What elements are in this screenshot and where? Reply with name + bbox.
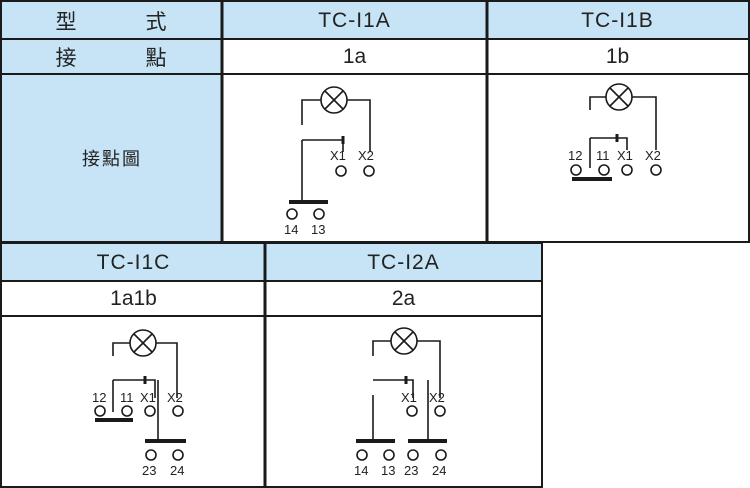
terminal-x2-label: X2 [167, 390, 183, 405]
terminal-23-label: 23 [142, 463, 156, 478]
terminal-11-label: 11 [596, 148, 610, 163]
diagram-header-label: 接點圖 [82, 149, 142, 169]
terminal-23-label: 23 [404, 463, 418, 478]
model-tc-i1b-header: TC-I1B [487, 2, 748, 39]
diagram-tc-i2a-cell [265, 316, 542, 486]
model-tc-i1a-header: TC-I1A [222, 2, 487, 39]
model-name: TC-I2A [367, 250, 440, 274]
diagram-tc-i1a-cell [222, 74, 487, 242]
model-name: TC-I1C [96, 250, 171, 274]
terminal-x2-label: X2 [645, 148, 661, 163]
terminal-x1-label: X1 [330, 148, 346, 163]
diagram-tc-i1c-cell [2, 316, 265, 486]
terminal-13-label: 13 [311, 222, 325, 237]
model-tc-i2a-header: TC-I2A [265, 244, 542, 281]
contact-value: 1a1b [110, 286, 157, 310]
contact-tc-i1c: 1a1b [2, 281, 265, 316]
terminal-12-label: 12 [92, 390, 106, 405]
terminal-11-label: 11 [120, 390, 134, 405]
terminal-12-label: 12 [568, 148, 582, 163]
terminal-x2-label: X2 [358, 148, 374, 163]
model-name: TC-I1A [318, 8, 391, 32]
terminal-14-label: 14 [284, 222, 298, 237]
terminal-x1-label: X1 [617, 148, 633, 163]
terminal-14-label: 14 [354, 463, 368, 478]
contact-value: 1b [605, 44, 630, 68]
contact-header-cell: 接 點 [2, 39, 222, 74]
diagram-header-cell: 接點圖 [2, 74, 222, 242]
contact-value: 1a [342, 44, 367, 68]
terminal-13-label: 13 [381, 463, 395, 478]
contact-value: 2a [391, 286, 416, 310]
terminal-x1-label: X1 [140, 390, 156, 405]
contact-header-label: 接 點 [55, 46, 191, 70]
terminal-x2-label: X2 [429, 390, 445, 405]
contact-tc-i1a: 1a [222, 39, 487, 74]
terminal-24-label: 24 [170, 463, 184, 478]
contact-tc-i1b: 1b [487, 39, 748, 74]
model-header-label: 型 式 [55, 10, 191, 34]
contact-tc-i2a: 2a [265, 281, 542, 316]
diagram-tc-i1b-cell [487, 74, 748, 242]
terminal-x1-label: X1 [401, 390, 417, 405]
model-tc-i1c-header: TC-I1C [2, 244, 265, 281]
terminal-24-label: 24 [432, 463, 446, 478]
model-name: TC-I1B [581, 8, 654, 32]
model-header-cell: 型 式 [2, 2, 222, 39]
